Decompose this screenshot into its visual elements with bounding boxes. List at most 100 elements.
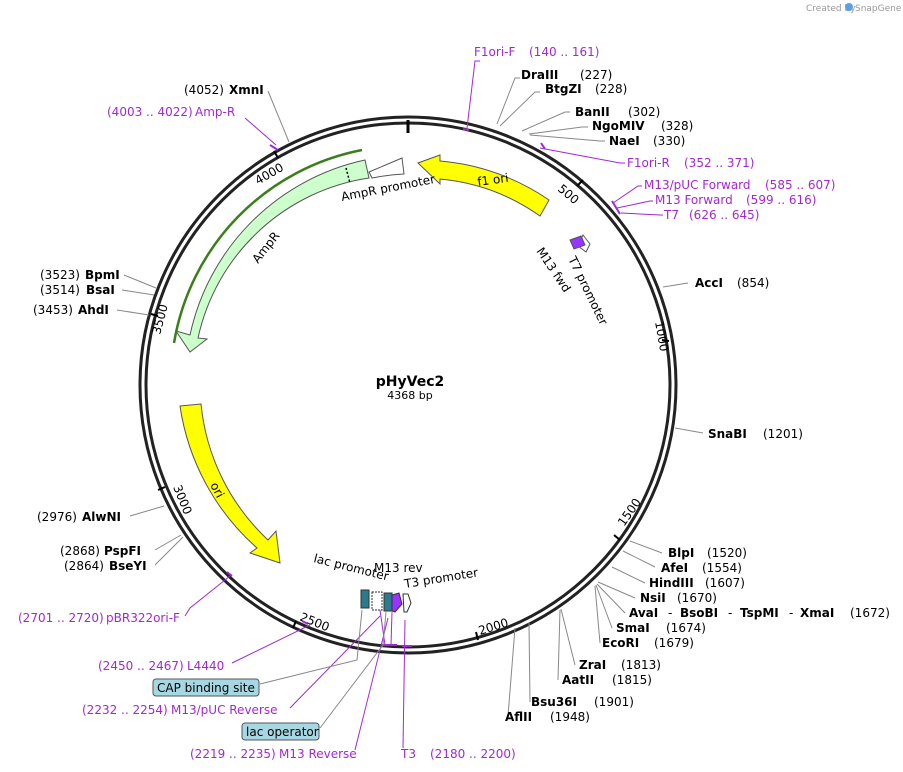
primer-pbr322ori-f[interactable]: pBR322ori-F <box>106 611 180 625</box>
cap-binding-site-box[interactable] <box>152 678 260 697</box>
enzyme-afei[interactable]: AfeI <box>661 561 688 575</box>
primer-m13-forward-range: (599 .. 616) <box>746 193 816 207</box>
enzyme-blpi-pos: (1520) <box>707 546 747 560</box>
enzyme-bsobi[interactable]: BsoBI <box>680 606 718 620</box>
enzyme-bsai-pos: (3514) <box>40 283 80 297</box>
enzyme-pspfi-pos: (2868) <box>60 544 100 558</box>
enzyme-ban2[interactable]: BanII <box>575 105 610 119</box>
ampr-junction-mark <box>345 167 351 184</box>
enzyme-ahdi[interactable]: AhdI <box>78 303 109 317</box>
primer-f1ori-f-range: (140 .. 161) <box>529 45 599 59</box>
feature-lac-operator-block[interactable] <box>383 592 393 612</box>
enzyme-pspfi[interactable]: PspFI <box>104 544 141 558</box>
primer-l4440[interactable]: L4440 <box>187 659 224 673</box>
lac-operator-label: lac operator <box>246 725 319 739</box>
enzyme-alwni[interactable]: AlwNI <box>82 510 121 524</box>
enzyme-labels: DraIII (227) BtgZI (228) BanII (302) Ngo… <box>33 68 890 724</box>
enzyme-nsii-pos: (1670) <box>677 591 717 605</box>
enzyme-xmni[interactable]: XmnI <box>229 83 264 97</box>
primer-m13-reverse-range: (2219 .. 2235) <box>190 747 276 761</box>
lac-operator-box[interactable] <box>241 722 320 741</box>
enzyme-blpi[interactable]: BlpI <box>668 546 694 560</box>
tick-1000: 1000 <box>652 320 671 353</box>
enzyme-bpmi[interactable]: BpmI <box>85 268 120 282</box>
feature-m13-rev[interactable] <box>391 592 403 613</box>
enzyme-ecori-pos: (1679) <box>654 636 694 650</box>
enzyme-leaders <box>116 77 704 717</box>
enzyme-avai[interactable]: AvaI <box>629 606 658 620</box>
enzyme-acci[interactable]: AccI <box>695 276 723 290</box>
enzyme-bseyi[interactable]: BseYI <box>109 559 147 573</box>
enzyme-hind3[interactable]: HindIII <box>649 576 694 590</box>
enzyme-snabi[interactable]: SnaBI <box>708 427 747 441</box>
created-by-label: Created by <box>806 4 856 14</box>
enzyme-dra3[interactable]: DraIII <box>521 68 558 82</box>
enzyme-afei-pos: (1554) <box>702 561 742 575</box>
label-f1-ori: f1 ori <box>476 171 509 189</box>
plasmid-length: 4368 bp <box>387 389 432 402</box>
primer-f1ori-r[interactable]: F1ori-R <box>627 156 670 170</box>
feature-m13-fwd[interactable] <box>569 235 586 250</box>
enzyme-nsii[interactable]: NsiI <box>640 591 666 605</box>
feature-ori[interactable] <box>179 403 281 564</box>
enzyme-bsu36i[interactable]: Bsu36I <box>531 695 577 709</box>
feature-cap-site-block[interactable] <box>360 589 370 609</box>
enzyme-acci-pos: (854) <box>737 276 769 290</box>
primer-t3-range: (2180 .. 2200) <box>430 747 516 761</box>
enzyme-xmni-pos: (4052) <box>184 83 224 97</box>
enzyme-ngomiv[interactable]: NgoMIV <box>592 119 645 133</box>
enzyme-aat2[interactable]: AatII <box>562 673 594 687</box>
primer-f1ori-f[interactable]: F1ori-F <box>474 45 515 59</box>
snapgene-logo-icon <box>845 3 853 11</box>
enzyme-tspmi[interactable]: TspMI <box>740 606 779 620</box>
primer-m13puc-rev-range: (2232 .. 2254) <box>82 703 168 717</box>
feature-leaders <box>259 609 387 729</box>
feature-lac-promoter-block[interactable] <box>371 591 383 611</box>
enzyme-bsu36i-pos: (1901) <box>594 695 634 709</box>
primer-m13puc-rev[interactable]: M13/pUC Reverse <box>171 703 278 717</box>
enzyme-sep-1: - <box>668 606 672 620</box>
enzyme-bseyi-pos: (2864) <box>64 559 104 573</box>
primer-f1ori-r-range: (352 .. 371) <box>684 156 754 170</box>
ampr-orf-highlight <box>172 148 363 344</box>
enzyme-dra3-pos: (227) <box>580 68 612 82</box>
primer-m13-forward[interactable]: M13 Forward <box>655 193 733 207</box>
enzyme-xmai[interactable]: XmaI <box>800 606 834 620</box>
primer-labels: F1ori-F (140 .. 161) F1ori-R (352 .. 371… <box>18 45 835 761</box>
primer-t7-range: (626 .. 645) <box>689 208 759 222</box>
enzyme-btgzi-pos: (228) <box>595 82 627 96</box>
primer-amp-r[interactable]: Amp-R <box>195 105 235 119</box>
primer-leaders <box>184 60 663 751</box>
primer-t7[interactable]: T7 <box>663 208 679 222</box>
enzyme-hind3-pos: (1607) <box>705 576 745 590</box>
enzyme-bsai[interactable]: BsaI <box>86 283 115 297</box>
label-m13-rev: M13 rev <box>374 561 423 575</box>
feature-f1-ori[interactable] <box>417 154 550 217</box>
plasmid-name: pHyVec2 <box>376 374 444 390</box>
feature-ampr-promoter[interactable] <box>368 157 405 179</box>
boxed-feature-labels: CAP binding site lac operator <box>152 678 320 741</box>
primer-m13puc-fwd-range: (585 .. 607) <box>765 178 835 192</box>
enzyme-aat2-pos: (1815) <box>612 673 652 687</box>
primer-m13puc-fwd[interactable]: M13/pUC Forward <box>644 178 751 192</box>
enzyme-alwni-pos: (2976) <box>37 510 77 524</box>
enzyme-btgzi[interactable]: BtgZI <box>545 82 582 96</box>
primer-amp-r-range: (4003 .. 4022) <box>107 105 193 119</box>
primer-pbr322ori-f-range: (2701 .. 2720) <box>18 611 104 625</box>
feature-arrows <box>172 148 591 613</box>
enzyme-naei[interactable]: NaeI <box>609 134 640 148</box>
enzyme-sep-2: - <box>728 606 732 620</box>
feature-ampr[interactable] <box>174 159 370 353</box>
primer-m13-reverse[interactable]: M13 Reverse <box>279 747 357 761</box>
enzyme-afl2-pos: (1948) <box>550 710 590 724</box>
enzyme-smai[interactable]: SmaI <box>616 621 650 635</box>
snapgene-brand: SnapGene <box>855 4 902 14</box>
primer-t3[interactable]: T3 <box>400 747 416 761</box>
enzyme-ecori[interactable]: EcoRI <box>602 636 639 650</box>
enzyme-naei-pos: (330) <box>653 134 685 148</box>
enzyme-snabi-pos: (1201) <box>763 427 803 441</box>
enzyme-zrai[interactable]: ZraI <box>579 658 606 672</box>
feature-t3-promoter[interactable] <box>402 593 412 613</box>
enzyme-ahdi-pos: (3453) <box>33 303 73 317</box>
enzyme-afl2[interactable]: AflII <box>505 710 532 724</box>
